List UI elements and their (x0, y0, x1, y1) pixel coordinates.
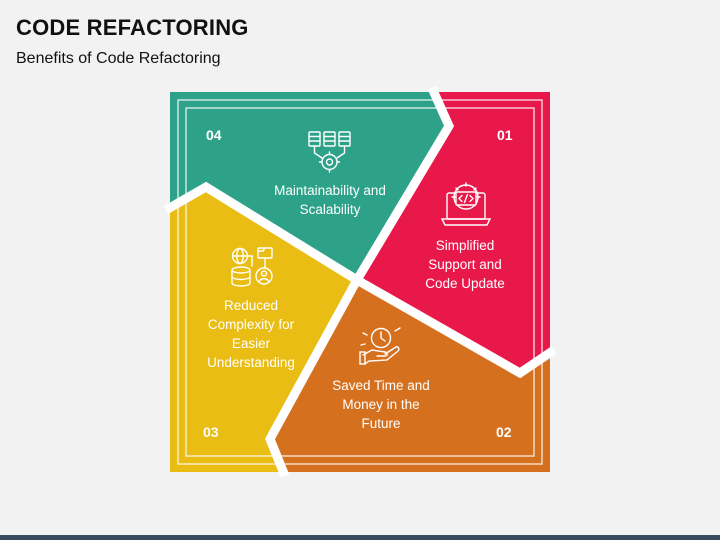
laptop-gear-code-icon (440, 182, 492, 226)
page-subtitle: Benefits of Code Refactoring (16, 50, 221, 67)
globe-database-user-icon (231, 247, 273, 287)
segment-02-label: Saved Time and Money in the Future (332, 378, 430, 431)
segment-02-orange (270, 280, 550, 472)
segment-02-number: 02 (496, 424, 512, 440)
servers-gear-icon (308, 131, 351, 173)
segment-04-teal (170, 92, 449, 280)
bottom-accent-bar (0, 535, 720, 540)
segment-01-label: Simplified Support and Code Update (425, 238, 505, 291)
segment-03-label: Reduced Complexity for Easier Understand… (207, 298, 295, 370)
separator-lines (163, 86, 557, 478)
segment-04-number: 04 (206, 127, 222, 143)
segment-03-yellow (170, 187, 357, 472)
page-title: CODE REFACTORING (16, 15, 249, 40)
inner-frame-lines (177, 99, 543, 465)
segment-03-number: 03 (203, 424, 219, 440)
segment-01-number: 01 (497, 127, 513, 143)
clock-hand-money-icon (359, 327, 401, 365)
segment-04-label: Maintainability and Scalability (274, 183, 386, 217)
